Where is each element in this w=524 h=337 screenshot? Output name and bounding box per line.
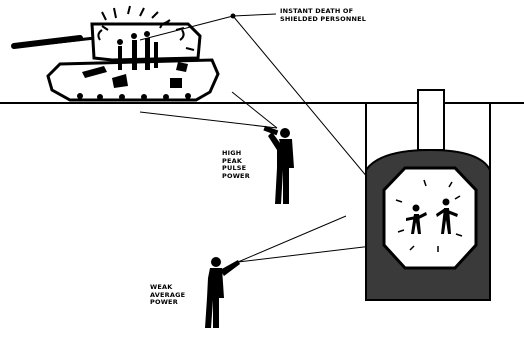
weak-average-label: WEAK AVERAGE POWER [150, 284, 185, 307]
underground-bunker [366, 90, 490, 300]
instant-death-label: INSTANT DEATH OF SHIELDED PERSONNEL [280, 8, 366, 23]
callout-pointer [231, 14, 277, 19]
high-peak-label: HIGH PEAK PULSE POWER [222, 150, 250, 180]
soldier-weak-average [205, 257, 240, 328]
soldier-high-peak [263, 126, 294, 204]
armored-vehicle [14, 6, 218, 100]
